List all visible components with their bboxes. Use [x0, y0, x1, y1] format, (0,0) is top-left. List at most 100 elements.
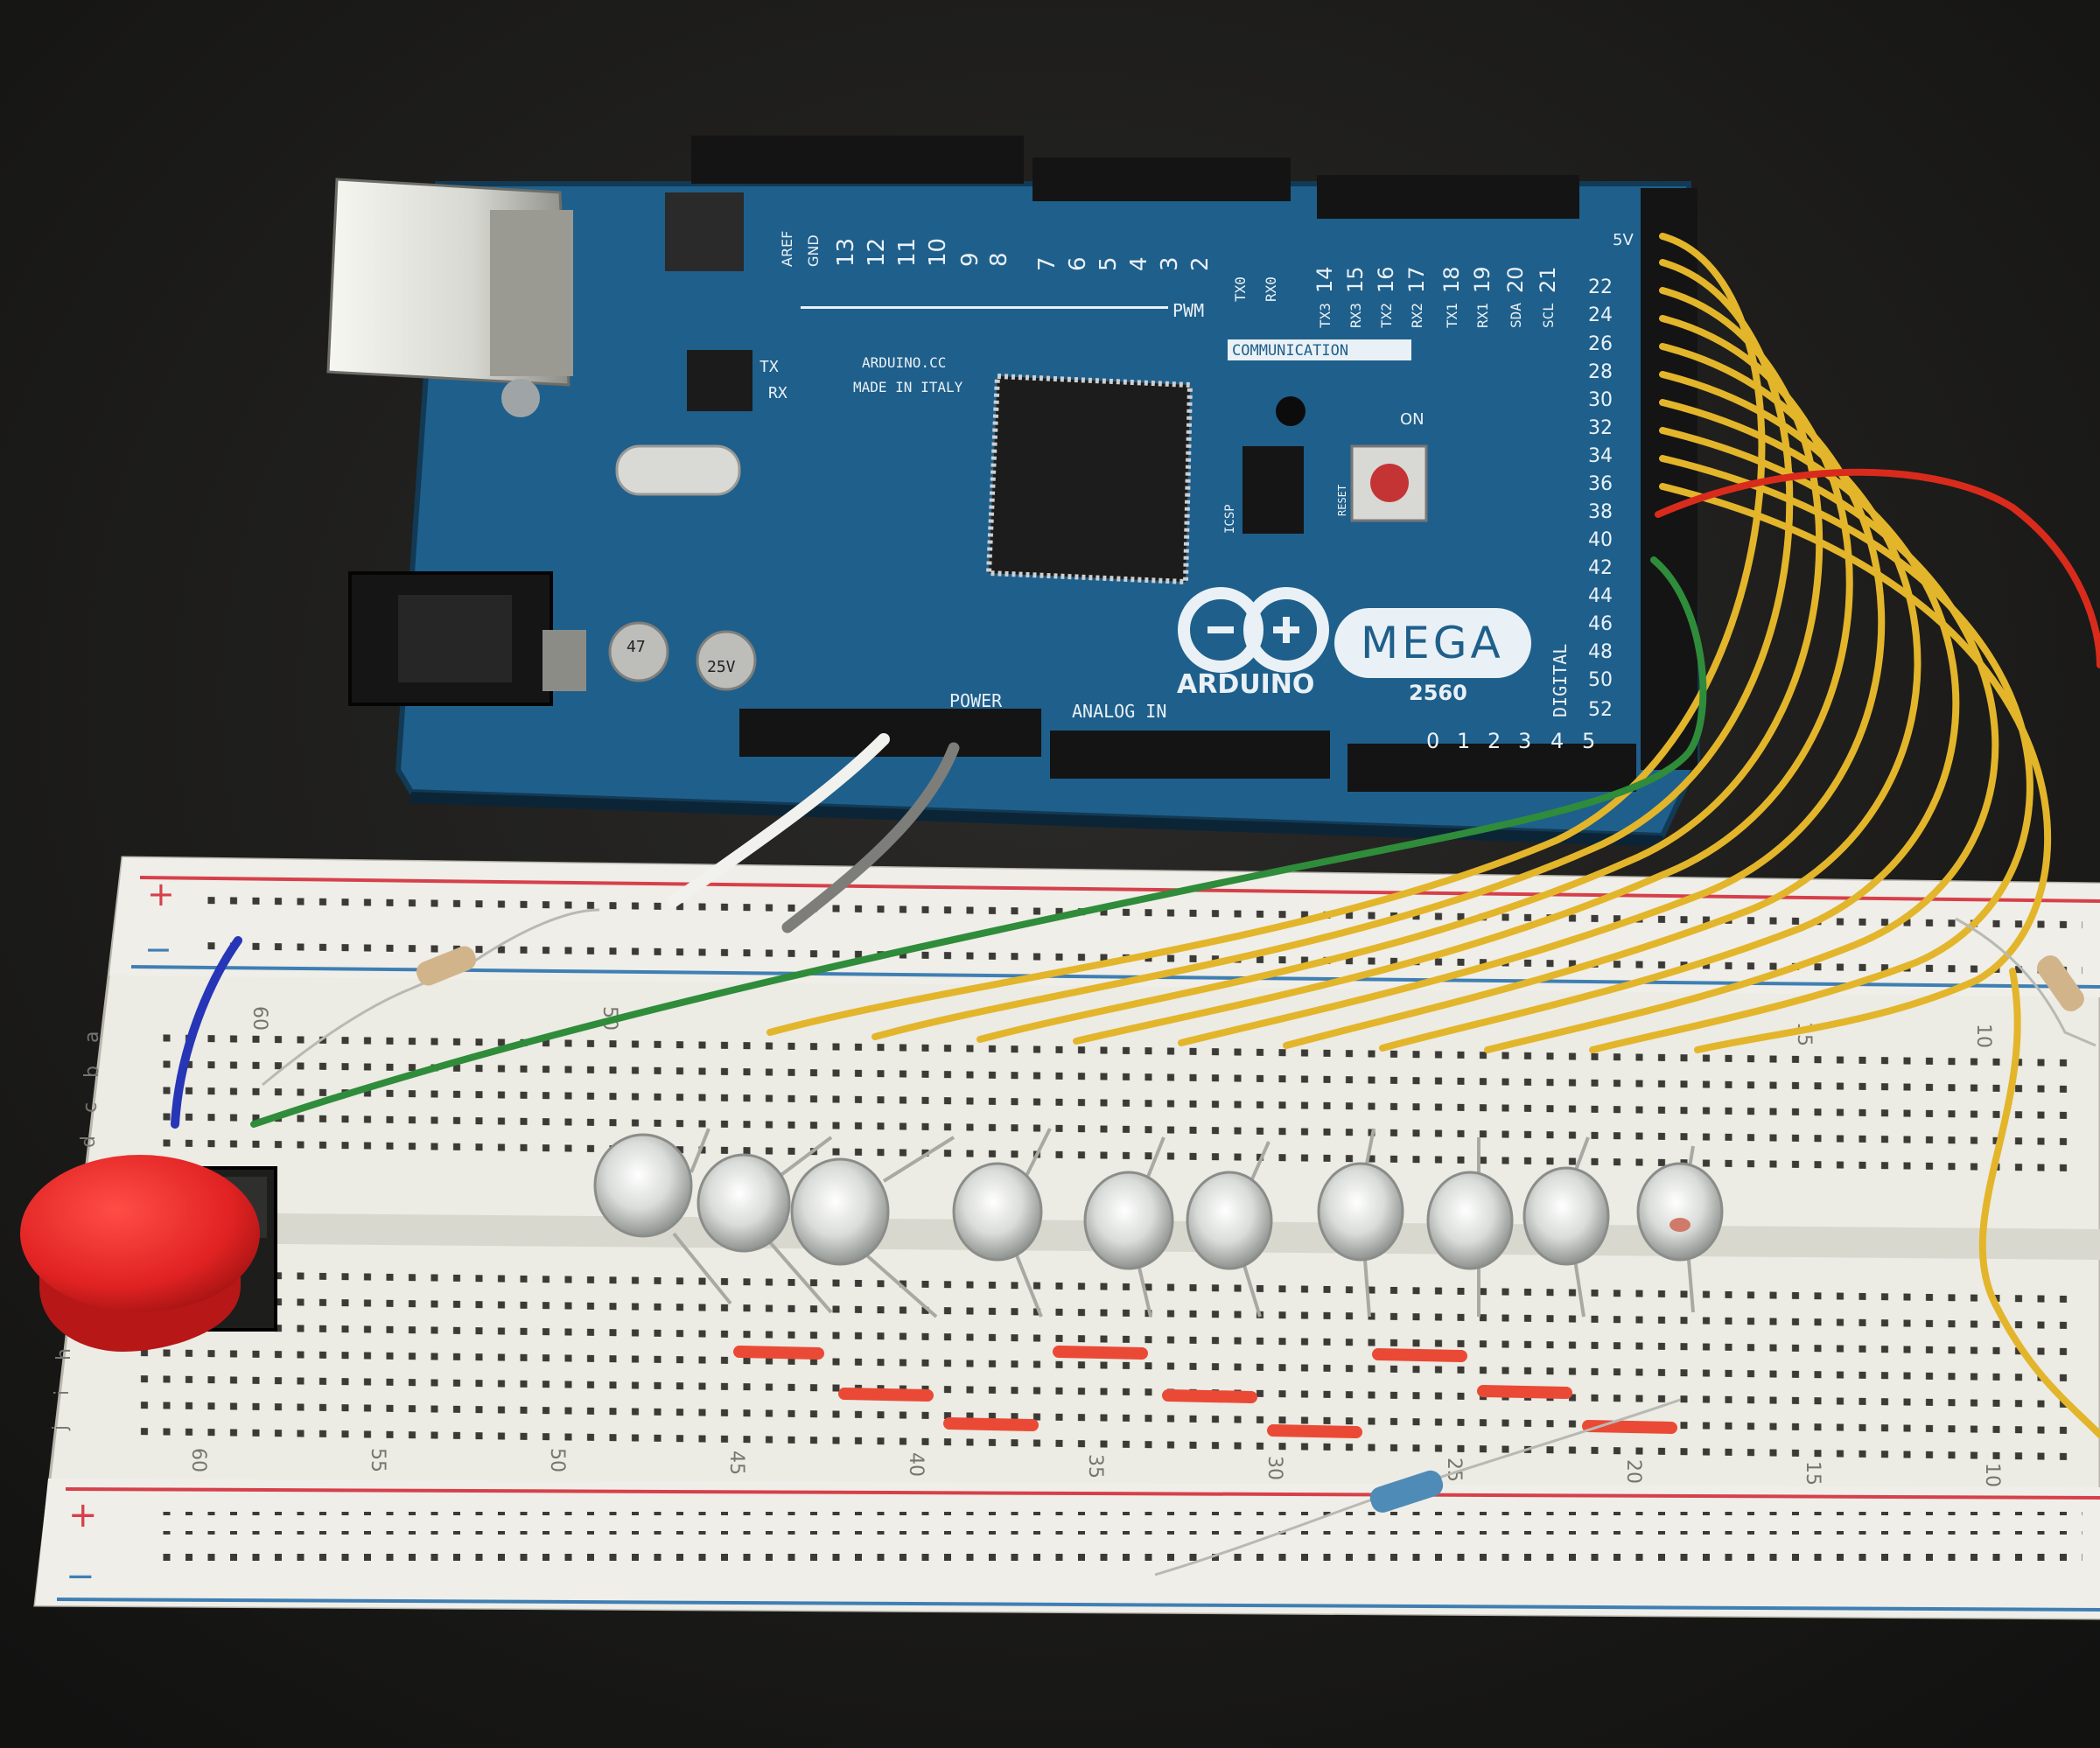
comm-label-box: [1228, 339, 1411, 360]
yellow-wire-1: [766, 233, 1766, 1036]
bottom-headers: [739, 709, 1636, 792]
apin-3: 3: [1518, 729, 1531, 753]
comm-pin-19: 19: [1470, 266, 1494, 293]
pin-10: 10: [925, 238, 951, 267]
led-8: [1426, 1137, 1514, 1317]
usb-chip: [687, 350, 752, 411]
capacitors: 47 25V: [608, 621, 757, 691]
dpin-52: 52: [1588, 699, 1613, 721]
reset-button: [1350, 444, 1428, 522]
led-1: [593, 1128, 732, 1305]
comm-pin-15: 15: [1343, 266, 1368, 293]
row-letter-b: b: [81, 1066, 103, 1078]
bottom-rail-holes-2: [149, 1547, 2082, 1570]
five-v-label: 5V: [1613, 231, 1634, 249]
col-num-bot-35: 35: [1084, 1454, 1106, 1479]
arduino-brand: ARDUINO: [1177, 669, 1314, 700]
silkscreen: AREF GND 13 12 11 10 9 8 7 6 5 4 3 2 PWM…: [760, 231, 1634, 753]
red-jumper-1: [733, 1346, 824, 1360]
pin-12: 12: [864, 238, 890, 267]
dc-power-jack: [348, 571, 586, 706]
comm-pin-18: 18: [1439, 266, 1464, 293]
led-3: [790, 1136, 956, 1318]
yellow-wire-6: [1283, 371, 1922, 1049]
comm-pin-20: 20: [1503, 266, 1528, 293]
on-label: ON: [1400, 410, 1424, 429]
comm-pin-sda: SDA: [1508, 303, 1524, 328]
apin-2: 2: [1488, 729, 1501, 753]
comm-pin-16: 16: [1374, 266, 1398, 293]
mega-model: MEGA: [1361, 618, 1504, 668]
comm-pin-rx0: RX0: [1263, 276, 1279, 302]
red-jumper-3: [943, 1417, 1039, 1431]
pin-3: 3: [1157, 256, 1183, 271]
rx-led-label: RX: [768, 384, 788, 402]
logo-plus-v: [1283, 617, 1290, 643]
dpin-34: 34: [1588, 445, 1613, 467]
aref-label: AREF: [779, 231, 795, 267]
top-rail-plus: +: [147, 875, 175, 913]
col-num-bot-20: 20: [1622, 1459, 1644, 1484]
red-jumper-2: [838, 1388, 934, 1402]
pin-11: 11: [894, 238, 920, 267]
gnd-label: GND: [805, 234, 822, 267]
led-6: [1186, 1141, 1273, 1318]
pin-13: 13: [833, 238, 859, 267]
row-letter-i: i: [52, 1390, 74, 1395]
col-num-bot-15: 15: [1802, 1461, 1824, 1486]
led-10: [1636, 1145, 1724, 1313]
dpin-40: 40: [1588, 529, 1613, 551]
pin-4: 4: [1126, 256, 1152, 271]
led-4: [952, 1128, 1052, 1318]
comm-pin-rx3: RX3: [1348, 303, 1364, 328]
resistor-top-left: [262, 908, 600, 1087]
dpin-44: 44: [1588, 585, 1613, 607]
bottom-rail-plus: +: [68, 1495, 98, 1535]
bottom-rail-holes-1: [149, 1512, 2082, 1535]
top-rail-minus: −: [144, 930, 172, 968]
yellow-wire-bundle: [766, 233, 2100, 1438]
col-num-top-10: 10: [1972, 1024, 1994, 1048]
top-rail-holes-2: [201, 928, 2082, 976]
mounting-hole-2: [501, 379, 540, 417]
red-jumper-8: [1477, 1385, 1572, 1399]
crystal: [615, 444, 741, 496]
icsp-label: ICSP: [1223, 504, 1237, 534]
dpin-48: 48: [1588, 641, 1613, 663]
atmega2560-chip: [985, 373, 1194, 585]
dpin-36: 36: [1588, 473, 1613, 495]
dpin-26: 26: [1588, 333, 1613, 355]
resistor-top-right: [1955, 917, 2096, 1047]
top-terminal-holes: [153, 1017, 2078, 1174]
row-letter-h: h: [53, 1348, 75, 1360]
gray-wire: [781, 742, 960, 933]
comm-label: COMMUNICATION: [1232, 342, 1348, 360]
logo-minus: [1208, 626, 1234, 633]
col-num-bot-30: 30: [1264, 1456, 1285, 1480]
red-jumper-6: [1267, 1424, 1362, 1438]
red-jumper-4: [1053, 1346, 1148, 1360]
led-9: [1522, 1136, 1610, 1318]
arduino-mega-board: 47 25V AREF GND 13 12 11 10 9 8 7 6 5 4 …: [326, 136, 1701, 847]
col-num-bot-45: 45: [725, 1451, 747, 1475]
row-letter-a: a: [81, 1031, 103, 1043]
resistor-bottom: [1154, 1398, 1681, 1577]
yellow-wire-9: [1589, 455, 2034, 1053]
dpin-30: 30: [1588, 389, 1613, 411]
col-num-bot-40: 40: [905, 1452, 927, 1477]
col-num-bot-10: 10: [1981, 1463, 2003, 1487]
site-label: ARDUINO.CC: [862, 354, 946, 371]
dpin-22: 22: [1588, 276, 1613, 298]
dpin-32: 32: [1588, 417, 1613, 439]
mega-badge: [1334, 608, 1531, 678]
bottom-rail-minus: −: [66, 1556, 95, 1597]
apin-4: 4: [1550, 729, 1564, 753]
reset-label: RESET: [1336, 485, 1348, 516]
red-jumper-5: [1162, 1389, 1257, 1403]
row-letter-c: c: [80, 1102, 102, 1113]
comm-pin-rx2: RX2: [1409, 303, 1425, 328]
apin-0: 0: [1426, 729, 1439, 753]
comm-pin-21: 21: [1536, 266, 1560, 293]
yellow-wire-long: [1978, 968, 2100, 1438]
mounting-hole: [1276, 396, 1306, 426]
